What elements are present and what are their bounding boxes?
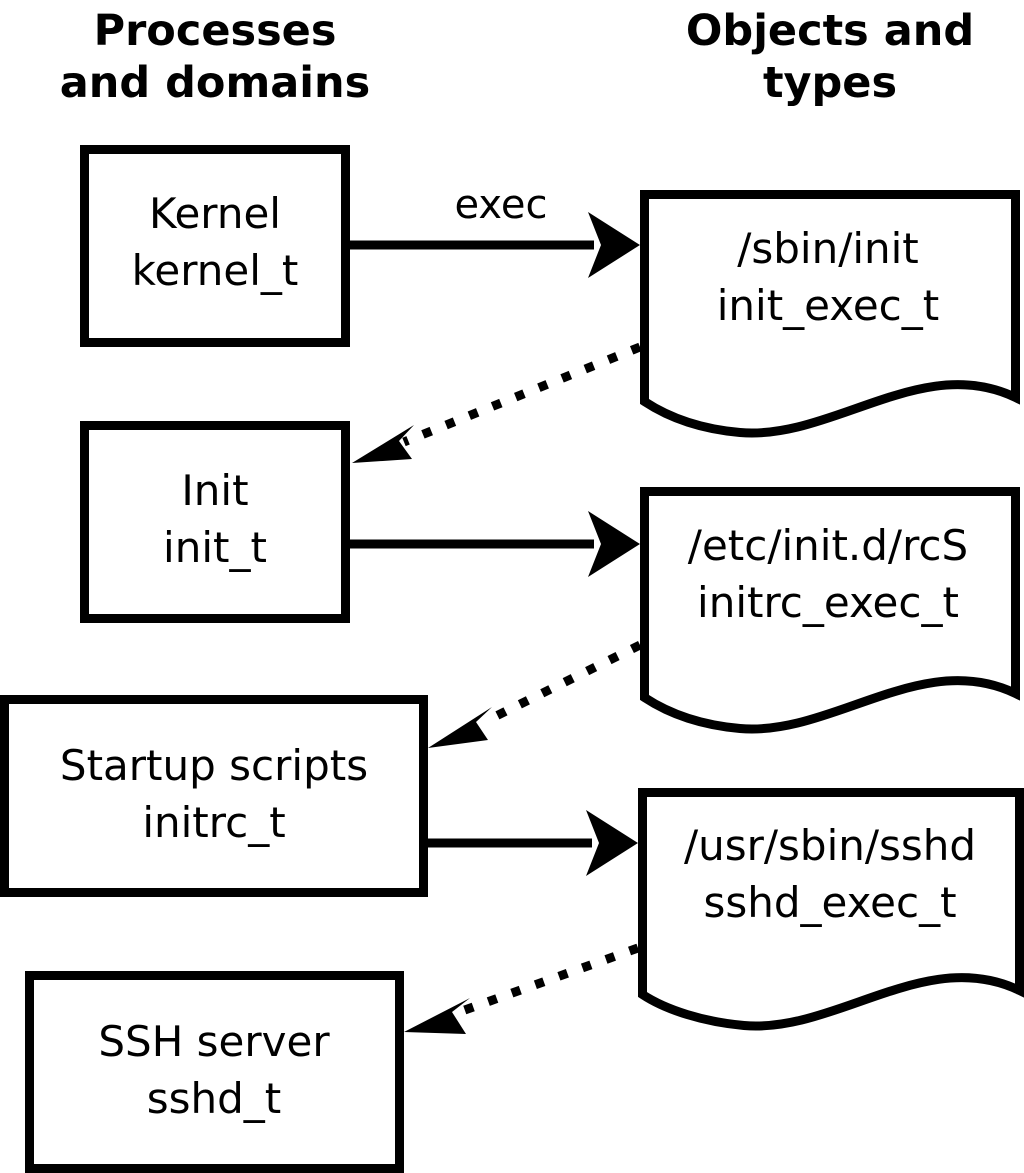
edge-init-to-initrc-exec[interactable] [348,511,640,577]
column-header-processes-line1: Processes [94,6,337,56]
object-node-init-exec[interactable]: /sbin/init init_exec_t [640,190,1020,438]
edge-sshd-exec-to-sshd-arrowhead [404,998,470,1034]
object-node-sshd-exec[interactable]: /usr/sbin/sshd sshd_exec_t [638,788,1024,1031]
edge-initrc-exec-to-initrc-arrowhead [428,707,492,748]
process-node-kernel-box [80,145,350,347]
object-node-initrc-exec-type: initrc_exec_t [697,578,959,627]
process-node-init-name: Init [181,466,248,515]
edge-sshd-exec-to-sshd[interactable] [404,943,640,1034]
process-node-sshd-box [25,971,404,1173]
process-node-init[interactable]: Init init_t [80,421,350,623]
object-node-sshd-exec-path: /usr/sbin/sshd [684,821,976,870]
process-node-initrc-type: initrc_t [142,798,285,847]
edge-initrc-exec-to-initrc[interactable] [428,640,642,748]
process-node-kernel[interactable]: Kernel kernel_t [80,145,350,347]
object-node-initrc-exec-shape [640,487,1020,734]
object-node-initrc-exec[interactable]: /etc/init.d/rcS initrc_exec_t [640,487,1020,734]
column-header-processes-line2: and domains [60,58,370,108]
object-node-initrc-exec-path: /etc/init.d/rcS [688,521,968,570]
edge-init-exec-to-init-arrowhead [352,425,414,463]
process-node-kernel-name: Kernel [149,189,281,238]
edge-label-exec: exec [455,182,548,228]
column-header-objects-line1: Objects and [686,6,974,56]
edge-init-exec-to-init[interactable] [352,342,642,463]
object-node-sshd-exec-type: sshd_exec_t [703,878,956,927]
process-node-init-type: init_t [163,523,267,572]
edge-sshd-exec-to-sshd-line [460,943,640,1016]
object-node-sshd-exec-shape [638,788,1024,1031]
column-header-objects: Objects and types [686,6,974,108]
process-node-kernel-type: kernel_t [132,246,299,295]
column-header-processes: Processes and domains [60,6,370,108]
column-header-objects-line2: types [763,58,897,108]
object-node-init-exec-shape [640,190,1020,438]
process-node-sshd-type: sshd_t [147,1074,282,1123]
process-node-init-box [80,421,350,623]
process-node-initrc[interactable]: Startup scripts initrc_t [0,695,428,897]
process-node-initrc-name: Startup scripts [60,741,368,790]
edge-initrc-exec-to-initrc-line [482,640,642,727]
process-node-initrc-box [0,695,428,897]
edge-initrc-to-sshd-exec-arrowhead [586,810,638,876]
object-node-init-exec-path: /sbin/init [737,224,919,273]
edge-initrc-to-sshd-exec[interactable] [424,810,638,876]
process-node-sshd-name: SSH server [98,1017,330,1066]
edge-kernel-to-init-exec[interactable]: exec [350,182,640,278]
object-node-init-exec-type: init_exec_t [717,281,940,330]
edge-init-exec-to-init-line [402,342,642,447]
edge-init-to-initrc-exec-arrowhead [588,511,640,577]
process-node-sshd[interactable]: SSH server sshd_t [25,971,404,1173]
edge-kernel-to-init-exec-arrowhead [588,212,640,278]
